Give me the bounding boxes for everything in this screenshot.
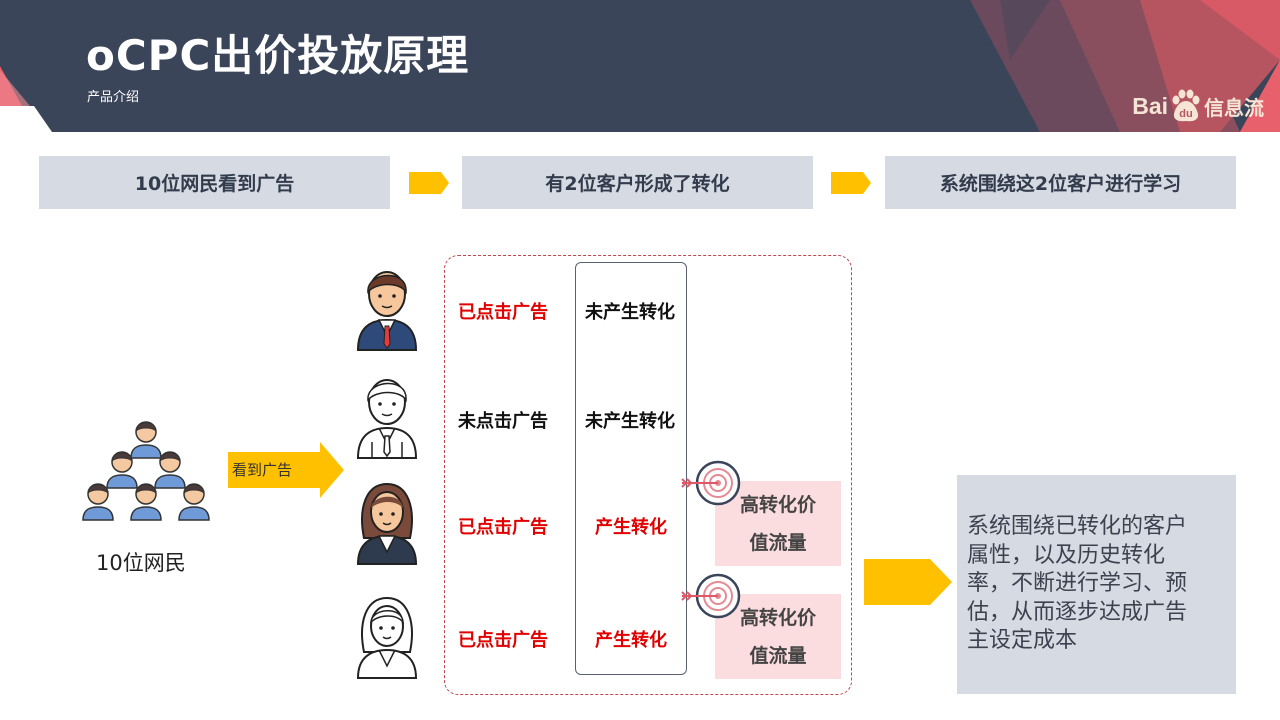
conversion-status-2: 未产生转化 [585,411,675,432]
summary-line: 系统围绕已转化的客户 [967,514,1188,539]
baidu-paw-icon: du [1172,89,1200,122]
value-line-1: 高转化价 [739,607,816,629]
value-line-2: 值流量 [749,645,807,667]
logo-text-du: du [1179,108,1192,120]
step-2: 有2位客户形成了转化 [462,156,813,209]
businessman-icon [356,271,418,351]
page-title: oCPC出价投放原理 [86,31,470,80]
see-ad-label: 看到广告 [232,461,293,479]
click-status-3: 已点击广告 [458,517,548,538]
click-status-4: 已点击广告 [458,630,548,651]
click-status-2: 未点击广告 [458,411,548,432]
baidu-logo: Bai du 信息流 [1132,88,1264,124]
target-icon [681,573,741,619]
step-1: 10位网民看到广告 [39,156,390,209]
crowd-label: 10位网民 [96,551,186,575]
arrow-right-icon [228,442,344,498]
corner-decoration [0,66,52,132]
person-group-icon [82,421,210,521]
conversion-status-4: 产生转化 [595,630,667,651]
businesswoman-icon [356,482,418,565]
conversion-column [575,262,687,675]
summary-panel: 系统围绕已转化的客户 属性，以及历史转化 率，不断进行学习、预 估，从而逐步达成… [957,475,1236,694]
target-icon [681,460,741,506]
click-status-1: 已点击广告 [458,302,548,323]
summary-line: 率，不断进行学习、预 [967,571,1188,596]
arrow-right-icon [864,559,952,605]
summary-line: 主设定成本 [967,628,1078,653]
header-banner: oCPC出价投放原理 产品介绍 Bai du 信息流 [0,0,1280,132]
arrow-right-icon [409,172,449,194]
arrow-right-icon [831,172,871,194]
value-line-2: 值流量 [749,532,807,554]
value-line-1: 高转化价 [739,494,816,516]
outcome-frame [444,255,852,695]
page-subtitle: 产品介绍 [87,90,140,105]
summary-line: 估，从而逐步达成广告 [967,599,1188,625]
summary-line: 属性，以及历史转化 [967,542,1166,568]
conversion-status-3: 产生转化 [595,517,667,538]
step-3: 系统围绕这2位客户进行学习 [885,156,1236,209]
conversion-status-1: 未产生转化 [585,302,675,323]
businesswoman-outline-icon [356,596,418,679]
logo-text-bai: Bai [1132,92,1168,119]
businessman-outline-icon [356,379,418,459]
logo-text-xinxiliu: 信息流 [1204,95,1264,120]
